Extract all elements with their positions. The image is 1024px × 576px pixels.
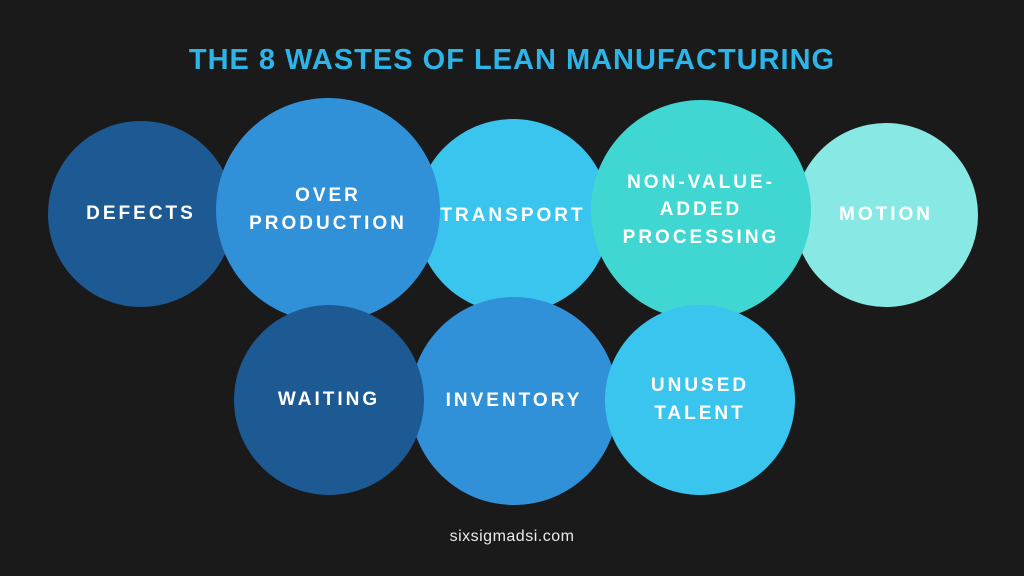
circle-transport-label: TRANSPORT (440, 205, 586, 227)
circle-inventory-label: INVENTORY (445, 390, 583, 412)
website-url: sixsigmadsi.com (449, 528, 575, 545)
page-title: THE 8 WASTES OF LEAN MANUFACTURING (188, 44, 836, 76)
circle-defects: DEFECTS (48, 121, 234, 307)
circle-over-production-label: OVER PRODUCTION (249, 185, 407, 234)
circle-unused-talent-label: UNUSED TALENT (650, 375, 750, 424)
circle-transport: TRANSPORT (416, 119, 610, 313)
circle-non-value-added-processing: NON-VALUE- ADDED PROCESSING (591, 100, 811, 320)
circle-unused-talent: UNUSED TALENT (605, 305, 795, 495)
circle-non-value-added-processing-label: NON-VALUE- ADDED PROCESSING (622, 171, 780, 248)
circle-over-production: OVER PRODUCTION (216, 98, 440, 322)
circle-waiting: WAITING (234, 305, 424, 495)
circle-defects-label: DEFECTS (86, 203, 196, 225)
circle-motion-label: MOTION (839, 204, 933, 226)
circle-inventory: INVENTORY (410, 297, 618, 505)
circle-waiting-label: WAITING (277, 389, 381, 411)
circle-motion: MOTION (794, 123, 978, 307)
